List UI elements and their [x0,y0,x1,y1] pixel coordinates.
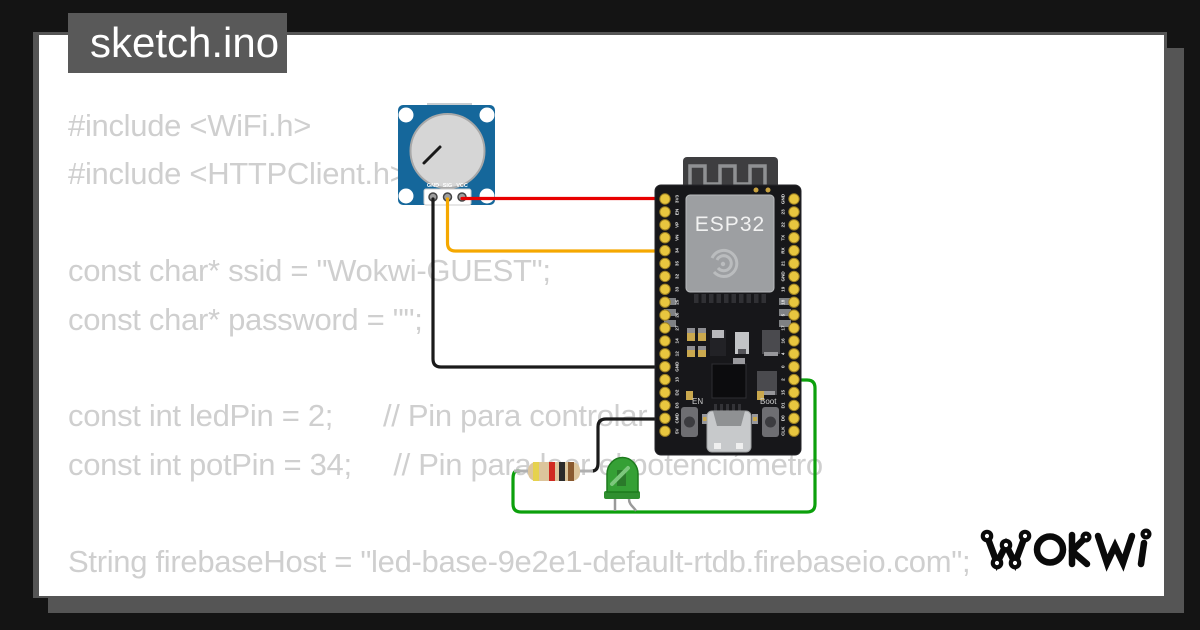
code-line: const int ledPin = 2; // Pin para contro… [68,398,747,434]
code-line: const int potPin = 34; // Pin para leer … [68,446,823,482]
sketch-filename-tab: sketch.ino [68,13,287,73]
code-line: const char* password = ""; [68,301,423,337]
code-line: const char* ssid = "Wokwi-GUEST"; [68,253,551,289]
code-line: String firebaseHost = "led-base-9e2e1-de… [68,543,971,579]
code-line: #include <WiFi.h> [68,108,312,143]
wokwi-logo-nodes [980,528,1152,570]
code-block: #include <WiFi.h> #include <HTTPClient.h>… [68,102,1052,596]
code-line [68,344,1052,392]
code-line [68,489,1052,537]
wokwi-logo [980,528,1152,572]
code-card: #include <WiFi.h> #include <HTTPClient.h>… [39,35,1164,596]
code-line: String apiKey = "EST..TQRID...K9..Xls..F… [68,586,1052,596]
code-line [68,199,1052,247]
code-line: #include <HTTPClient.h> [68,156,408,192]
